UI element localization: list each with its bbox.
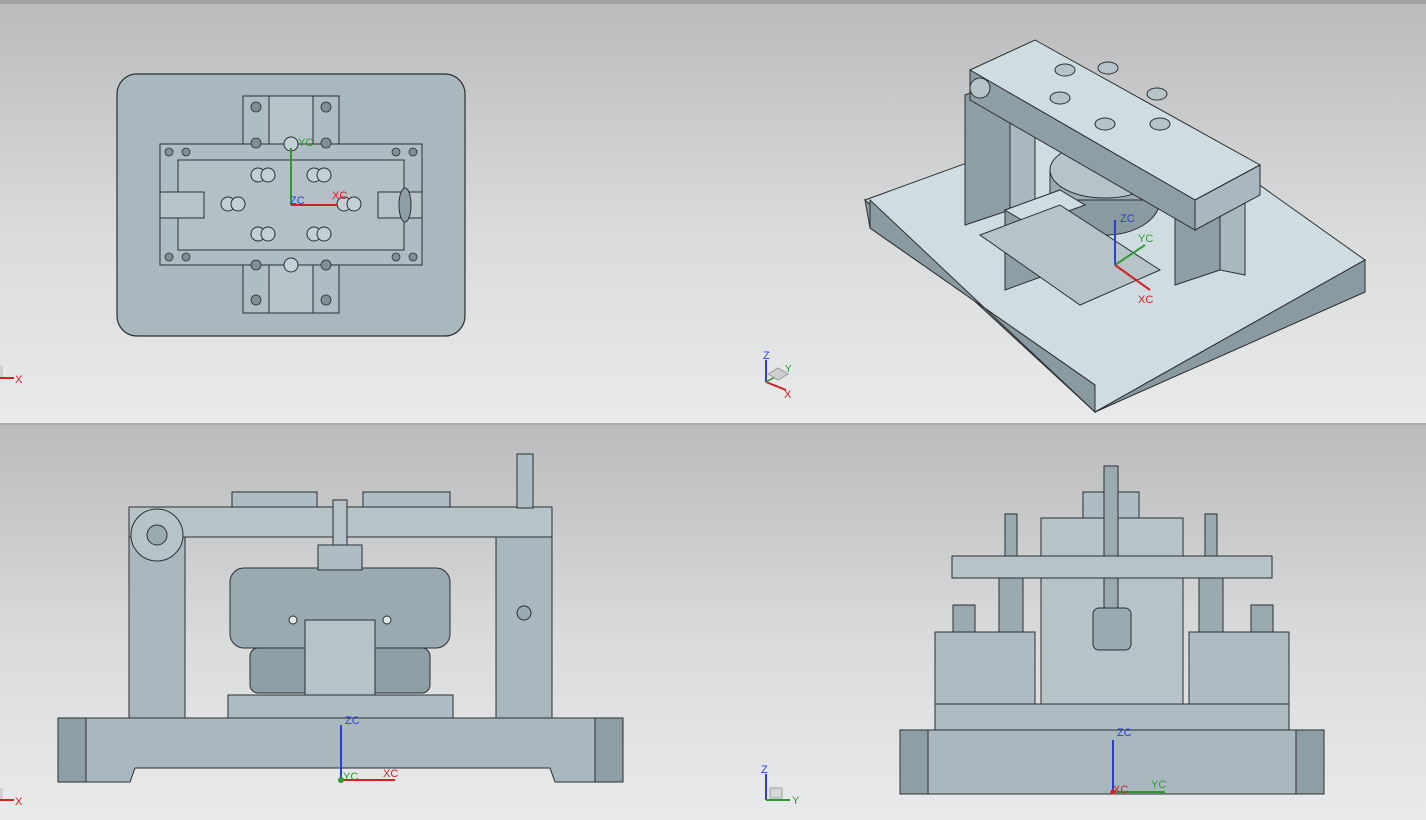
iso-wcs-xc-label: XC <box>1138 294 1153 306</box>
top-wcs-xc-label: XC <box>332 190 347 202</box>
top-wcs-yc-label: YC <box>298 137 313 149</box>
right-view-triad-icon: Z Y <box>761 764 800 807</box>
iso-triad-x-label: X <box>784 389 792 400</box>
front-view-model[interactable]: ZC XC YC <box>55 450 630 790</box>
front-wcs-zc-label: ZC <box>345 715 360 727</box>
iso-wcs-zc-label: ZC <box>1120 213 1135 225</box>
graphics-window-top-edge <box>0 0 1426 4</box>
right-triad-y-label: Y <box>792 795 800 807</box>
front-wcs-xc-label: XC <box>383 768 398 780</box>
iso-view-triad-icon: Z Y X <box>763 350 792 400</box>
viewport-divider <box>0 423 1426 425</box>
right-view-model[interactable]: ZC YC XC <box>895 460 1330 800</box>
top-triad-x-label: X <box>15 374 23 386</box>
right-wcs-yc-label: YC <box>1151 779 1166 791</box>
front-view-triad-icon: X <box>0 788 23 808</box>
iso-triad-z-label: Z <box>763 350 770 362</box>
iso-view-model[interactable]: ZC YC XC <box>860 20 1370 415</box>
top-view-model[interactable]: YC XC ZC <box>110 68 475 343</box>
iso-triad-y-label: Y <box>785 364 792 375</box>
front-triad-x-label: X <box>15 796 23 808</box>
right-triad-z-label: Z <box>761 764 768 776</box>
right-wcs-zc-label: ZC <box>1117 727 1132 739</box>
right-wcs-xc-label: XC <box>1113 784 1128 796</box>
front-wcs-yc-label: YC <box>343 771 358 783</box>
iso-wcs-yc-label: YC <box>1138 233 1153 245</box>
top-view-triad-icon: X <box>0 366 23 386</box>
top-wcs-zc-label: ZC <box>290 195 305 207</box>
